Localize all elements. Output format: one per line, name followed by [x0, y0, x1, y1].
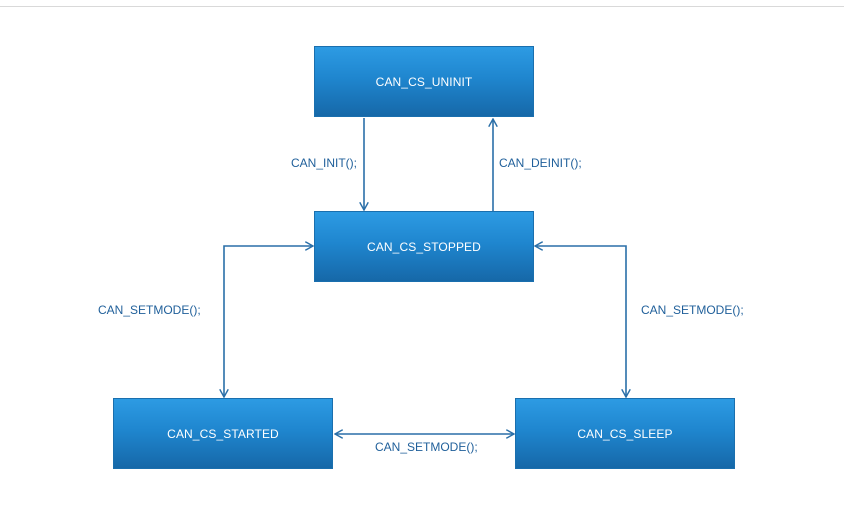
top-divider: [0, 6, 844, 7]
edge-left-setmode-arrow: [224, 246, 313, 397]
state-started-label: CAN_CS_STARTED: [167, 426, 279, 441]
state-started: CAN_CS_STARTED: [113, 398, 333, 469]
state-sleep-label: CAN_CS_SLEEP: [577, 426, 673, 441]
transition-setmode-left-label: CAN_SETMODE();: [98, 303, 201, 317]
edge-right-setmode-arrow: [535, 246, 626, 397]
state-sleep: CAN_CS_SLEEP: [515, 398, 735, 469]
transition-deinit-label: CAN_DEINIT();: [499, 156, 582, 170]
state-uninit-label: CAN_CS_UNINIT: [375, 74, 473, 89]
transition-setmode-right-label: CAN_SETMODE();: [641, 303, 744, 317]
state-uninit: CAN_CS_UNINIT: [314, 46, 534, 117]
transition-setmode-bottom-label: CAN_SETMODE();: [375, 440, 478, 454]
state-stopped-label: CAN_CS_STOPPED: [367, 239, 481, 254]
state-stopped: CAN_CS_STOPPED: [314, 211, 534, 282]
transition-init-label: CAN_INIT();: [291, 156, 357, 170]
